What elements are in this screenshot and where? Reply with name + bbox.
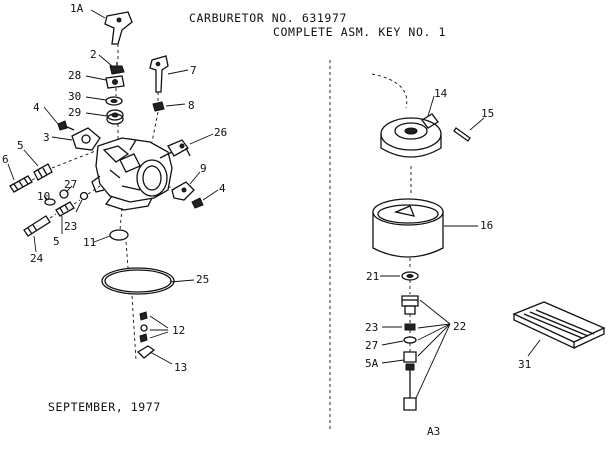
callout-5A: 5A xyxy=(365,357,379,370)
screw-8-part xyxy=(152,101,165,112)
parts-12 xyxy=(139,311,148,343)
callout-28: 28 xyxy=(68,69,81,82)
throttle-bracket-part xyxy=(104,11,133,45)
callout-30: 30 xyxy=(68,90,81,103)
choke-lever-part xyxy=(149,55,169,93)
gasket-11-part xyxy=(109,229,129,241)
washer-30-part xyxy=(105,96,123,106)
gasket-21-part xyxy=(401,271,419,281)
bowl-gasket-25-part xyxy=(101,267,175,295)
callout-25: 25 xyxy=(196,273,209,286)
spring-5-part xyxy=(33,163,53,181)
choke-plate-9-part xyxy=(171,181,195,201)
washer-10-part xyxy=(44,198,56,206)
callout-8: 8 xyxy=(188,99,195,112)
callout-5-lower: 5 xyxy=(53,235,60,248)
oring-27-part xyxy=(59,189,69,199)
title-line-2: COMPLETE ASM. KEY NO. 1 xyxy=(273,25,446,39)
screw-4-right-part xyxy=(191,197,204,209)
diagram-code: A3 xyxy=(427,425,440,438)
bushing-29-part xyxy=(106,109,124,125)
spring-5-lower-part xyxy=(55,201,75,217)
oring-23-part xyxy=(79,191,89,201)
callout-7: 7 xyxy=(190,64,197,77)
callout-27-right: 27 xyxy=(365,339,378,352)
fitting-26-part xyxy=(167,139,191,157)
left-exploded-view: 1A 2 28 30 29 xyxy=(2,2,227,374)
gasket-3-part xyxy=(71,127,101,151)
callout-12: 12 xyxy=(172,324,185,337)
callout-31: 31 xyxy=(518,358,531,371)
right-exploded-view: 14 15 16 21 xyxy=(365,73,606,411)
fitting-28-part xyxy=(105,75,125,89)
callout-3: 3 xyxy=(43,131,50,144)
callout-22: 22 xyxy=(453,320,466,333)
callout-5-upper: 5 xyxy=(17,139,24,152)
callout-2: 2 xyxy=(90,48,97,61)
kit-package-31-part xyxy=(512,301,606,350)
callout-14: 14 xyxy=(434,87,448,100)
callout-9: 9 xyxy=(200,162,207,175)
screw-part xyxy=(109,62,125,75)
needle-24-part xyxy=(23,215,51,237)
callout-16: 16 xyxy=(480,219,493,232)
part-13 xyxy=(136,345,156,359)
footer-date: SEPTEMBER, 1977 xyxy=(48,400,161,414)
callout-1A: 1A xyxy=(70,2,84,15)
callout-21: 21 xyxy=(366,270,379,283)
callout-27-left: 27 xyxy=(64,178,77,191)
screw-4-left-part xyxy=(57,120,75,131)
callout-4-left: 4 xyxy=(33,101,40,114)
callout-10: 10 xyxy=(37,190,50,203)
callout-4-right: 4 xyxy=(219,182,226,195)
float-bowl-16-part xyxy=(372,198,444,258)
title-line-1: CARBURETOR NO. 631977 xyxy=(189,11,347,25)
callout-29: 29 xyxy=(68,106,81,119)
callout-26: 26 xyxy=(214,126,227,139)
callout-13: 13 xyxy=(174,361,187,374)
callout-23-right: 23 xyxy=(365,321,378,334)
float-pin-15-part xyxy=(453,127,471,142)
callout-23-left: 23 xyxy=(64,220,77,233)
callout-11: 11 xyxy=(83,236,96,249)
callout-15: 15 xyxy=(481,107,494,120)
callout-24: 24 xyxy=(30,252,44,265)
jet-stack-part xyxy=(401,295,419,411)
needle-6-part xyxy=(9,175,33,193)
float-14-part xyxy=(380,113,442,158)
callout-6: 6 xyxy=(2,153,9,166)
carburetor-body-part xyxy=(91,137,173,211)
